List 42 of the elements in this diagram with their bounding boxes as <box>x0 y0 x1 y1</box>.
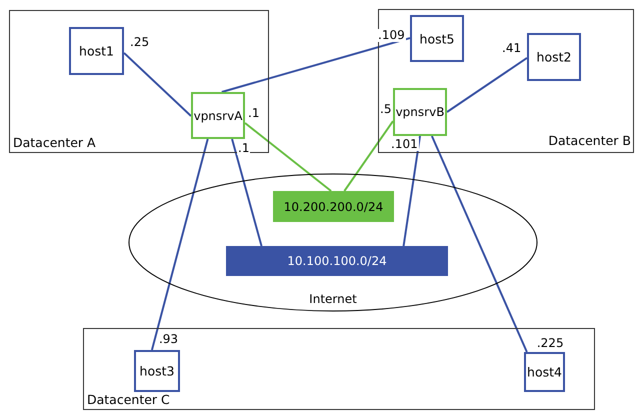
address-label: .25 <box>129 36 150 49</box>
datacenter-region <box>9 10 269 153</box>
connector-line <box>430 136 528 352</box>
connector-line <box>123 52 192 117</box>
connector-line <box>402 136 421 246</box>
server-label: vpnsrvA <box>194 108 242 122</box>
address-label: .5 <box>379 103 392 116</box>
region-label: Datacenter A <box>13 135 96 150</box>
datacenter-region <box>83 328 595 410</box>
host-box <box>527 33 581 81</box>
address-label: .101 <box>390 138 419 151</box>
vpn-server-box <box>393 88 447 136</box>
host-box <box>410 15 464 62</box>
connector-line <box>244 122 332 192</box>
network-label: Internet <box>309 292 357 306</box>
connector-line <box>150 138 209 350</box>
host-label: host3 <box>140 364 174 378</box>
host-box <box>69 27 124 75</box>
address-label: .1 <box>237 142 250 155</box>
vpn-server-box <box>191 92 245 139</box>
host-label: host2 <box>536 50 572 64</box>
datacenter-region <box>378 9 634 153</box>
region-label: Datacenter C <box>87 392 170 407</box>
server-label: vpnsrvB <box>396 105 444 119</box>
host-box <box>524 352 565 392</box>
host-label: host5 <box>420 31 454 46</box>
address-label: .225 <box>536 337 565 350</box>
subnet-label: 10.200.200.0/24 <box>284 200 384 214</box>
subnet-bar <box>273 191 394 222</box>
connector-line <box>446 57 528 113</box>
host-label: host4 <box>527 364 562 380</box>
subnet-bar <box>226 246 448 276</box>
host-label: host1 <box>79 44 114 58</box>
address-label: .41 <box>501 42 522 55</box>
connector-line <box>344 120 394 192</box>
connector-line <box>231 138 262 246</box>
connector-line <box>222 37 410 93</box>
subnet-label: 10.100.100.0/24 <box>287 254 387 268</box>
host-box <box>134 350 180 392</box>
address-label: .93 <box>158 333 180 346</box>
address-label: .109 <box>377 29 406 42</box>
region-label: Datacenter B <box>548 133 631 148</box>
